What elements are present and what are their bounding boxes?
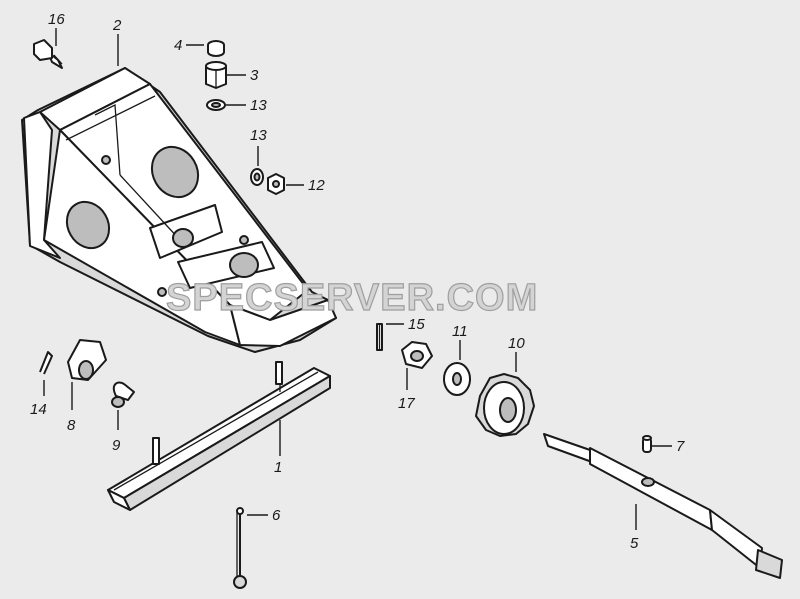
callout-8: 8: [67, 417, 76, 434]
part-pin: [376, 323, 383, 351]
callout-14: 14: [30, 401, 47, 418]
callout-15: 15: [408, 316, 425, 333]
part-small-bushing: [642, 435, 652, 453]
part-cotter-pin: [39, 351, 53, 375]
callout-labels: 16 2 4 3 13 13 12 15 11 10 17 14 8 9 1 6…: [30, 11, 685, 552]
part-bracket: [21, 67, 337, 353]
callout-9: 9: [112, 437, 121, 454]
part-washer-top: [206, 99, 226, 111]
leader-lines: [43, 28, 672, 530]
callout-13-mid: 13: [250, 127, 267, 144]
part-channel: [107, 361, 331, 511]
callout-4: 4: [174, 37, 182, 54]
callout-5: 5: [630, 535, 639, 552]
callout-16: 16: [48, 11, 65, 28]
callout-12: 12: [308, 177, 325, 194]
callout-7: 7: [676, 438, 685, 455]
callout-11: 11: [452, 323, 468, 340]
part-washer-mid: [250, 168, 264, 186]
part-flat-washer: [443, 362, 471, 396]
part-shaft: [543, 433, 783, 579]
callout-6: 6: [272, 507, 281, 524]
callout-1: 1: [274, 459, 282, 476]
callout-13-top: 13: [250, 97, 267, 114]
part-hex-nut: [205, 61, 227, 89]
part-clamp: [67, 339, 107, 381]
part-gear: [475, 373, 535, 437]
part-rod: [233, 507, 247, 589]
part-bolt: [33, 39, 63, 69]
callout-3: 3: [250, 67, 259, 84]
callout-2: 2: [112, 17, 122, 34]
callout-10: 10: [508, 335, 525, 352]
part-nut: [267, 173, 285, 195]
part-castle-nut: [401, 341, 433, 369]
part-spring-clip: [111, 381, 135, 408]
watermark-text: SPECSERVER.COM: [166, 277, 538, 319]
callout-17: 17: [398, 395, 415, 412]
part-cap: [207, 40, 225, 57]
